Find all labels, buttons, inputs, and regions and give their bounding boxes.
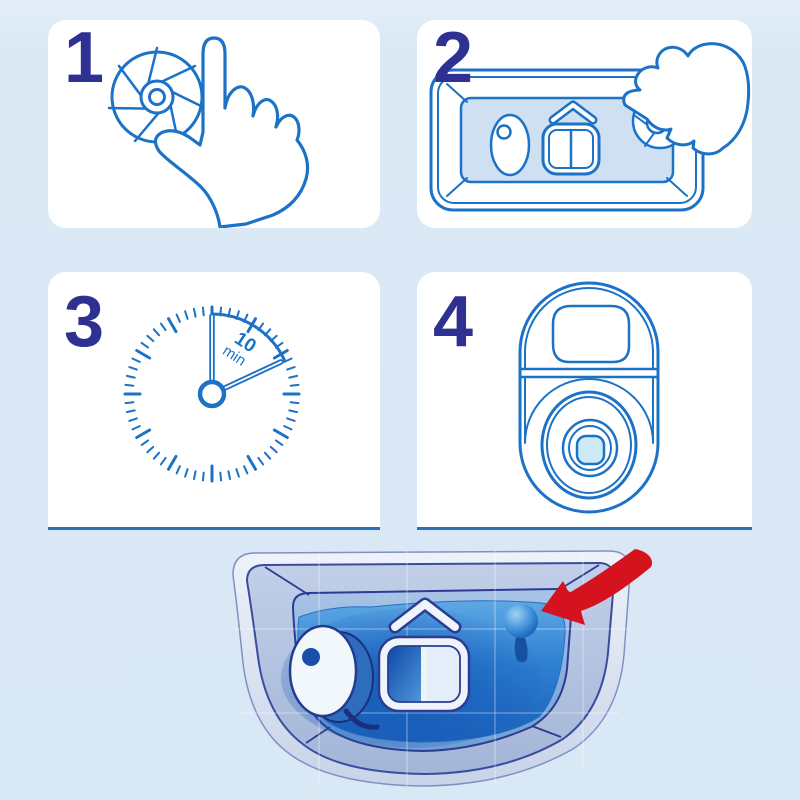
aperture-disc-icon bbox=[107, 46, 207, 144]
bowl-outer bbox=[540, 390, 638, 500]
flush-valve bbox=[377, 597, 471, 713]
pointing-hand-icon bbox=[153, 36, 310, 228]
wait-timer-icon: 10 min bbox=[123, 305, 301, 483]
step-card-4: 4 bbox=[417, 272, 752, 530]
bowl-inner-ring bbox=[561, 418, 619, 478]
float-ball bbox=[489, 113, 531, 177]
float-dot bbox=[302, 648, 320, 666]
step-card-3: 3 10 min bbox=[48, 272, 380, 530]
step-number-2: 2 bbox=[433, 18, 473, 98]
toilet-top-view-icon bbox=[518, 281, 660, 514]
red-arrow-icon bbox=[541, 549, 653, 625]
cistern-illustration bbox=[232, 549, 653, 787]
dosing-ball bbox=[504, 604, 538, 638]
hand-placing-disc-in-cistern-icon bbox=[429, 42, 751, 212]
grabbing-hand-icon bbox=[622, 42, 751, 156]
step-card-1: 1 bbox=[48, 20, 380, 228]
dosing-ball-stem bbox=[514, 637, 528, 663]
float-ball bbox=[288, 624, 358, 718]
finger-pressing-disc-icon bbox=[107, 36, 310, 228]
float-arm bbox=[343, 708, 380, 730]
tank-lid bbox=[551, 304, 631, 364]
step-number-4: 4 bbox=[433, 282, 473, 362]
step-card-2: 2 bbox=[417, 20, 752, 228]
timer-center bbox=[197, 379, 227, 409]
step-number-1: 1 bbox=[64, 18, 104, 98]
flush-valve bbox=[541, 100, 601, 176]
timer-label: 10 min bbox=[219, 328, 259, 369]
bowl-water bbox=[575, 434, 606, 466]
timer-arc bbox=[210, 312, 286, 362]
step-number-3: 3 bbox=[64, 282, 104, 362]
